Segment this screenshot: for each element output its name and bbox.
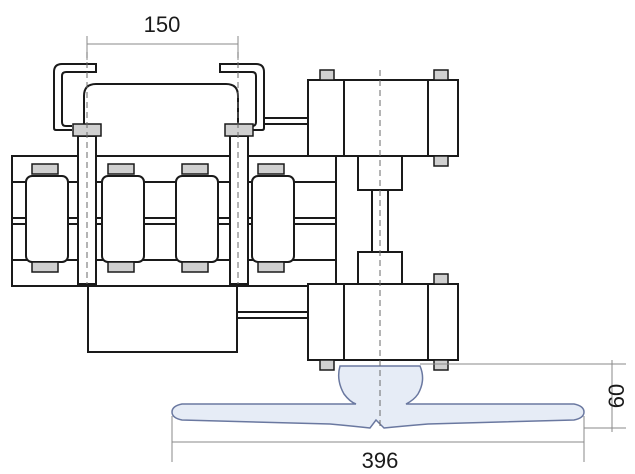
- roller-2: [101, 163, 145, 273]
- rail-width-dimension: 396: [171, 416, 585, 473]
- hook-bolt-left: [53, 63, 239, 131]
- bolt-spacing-label: 150: [144, 12, 181, 37]
- upper-housing: [307, 69, 459, 167]
- roller-3: [175, 163, 219, 273]
- bolt-shaft-right: [229, 135, 249, 285]
- lower-housing: [87, 281, 238, 353]
- rail-width-label: 396: [362, 448, 399, 473]
- lower-motor-housing: [307, 273, 459, 371]
- bolt-shaft-left: [77, 135, 97, 285]
- roller-4: [251, 163, 295, 273]
- rail-profile: [171, 365, 585, 429]
- bolt-nut-right: [224, 123, 254, 137]
- roller-1: [25, 163, 69, 273]
- hook-bolt-right: [219, 63, 265, 131]
- rail-height-dimension: 60: [420, 360, 629, 432]
- rail-height-label: 60: [604, 384, 629, 408]
- bolt-spacing-dimension: 150: [86, 12, 239, 60]
